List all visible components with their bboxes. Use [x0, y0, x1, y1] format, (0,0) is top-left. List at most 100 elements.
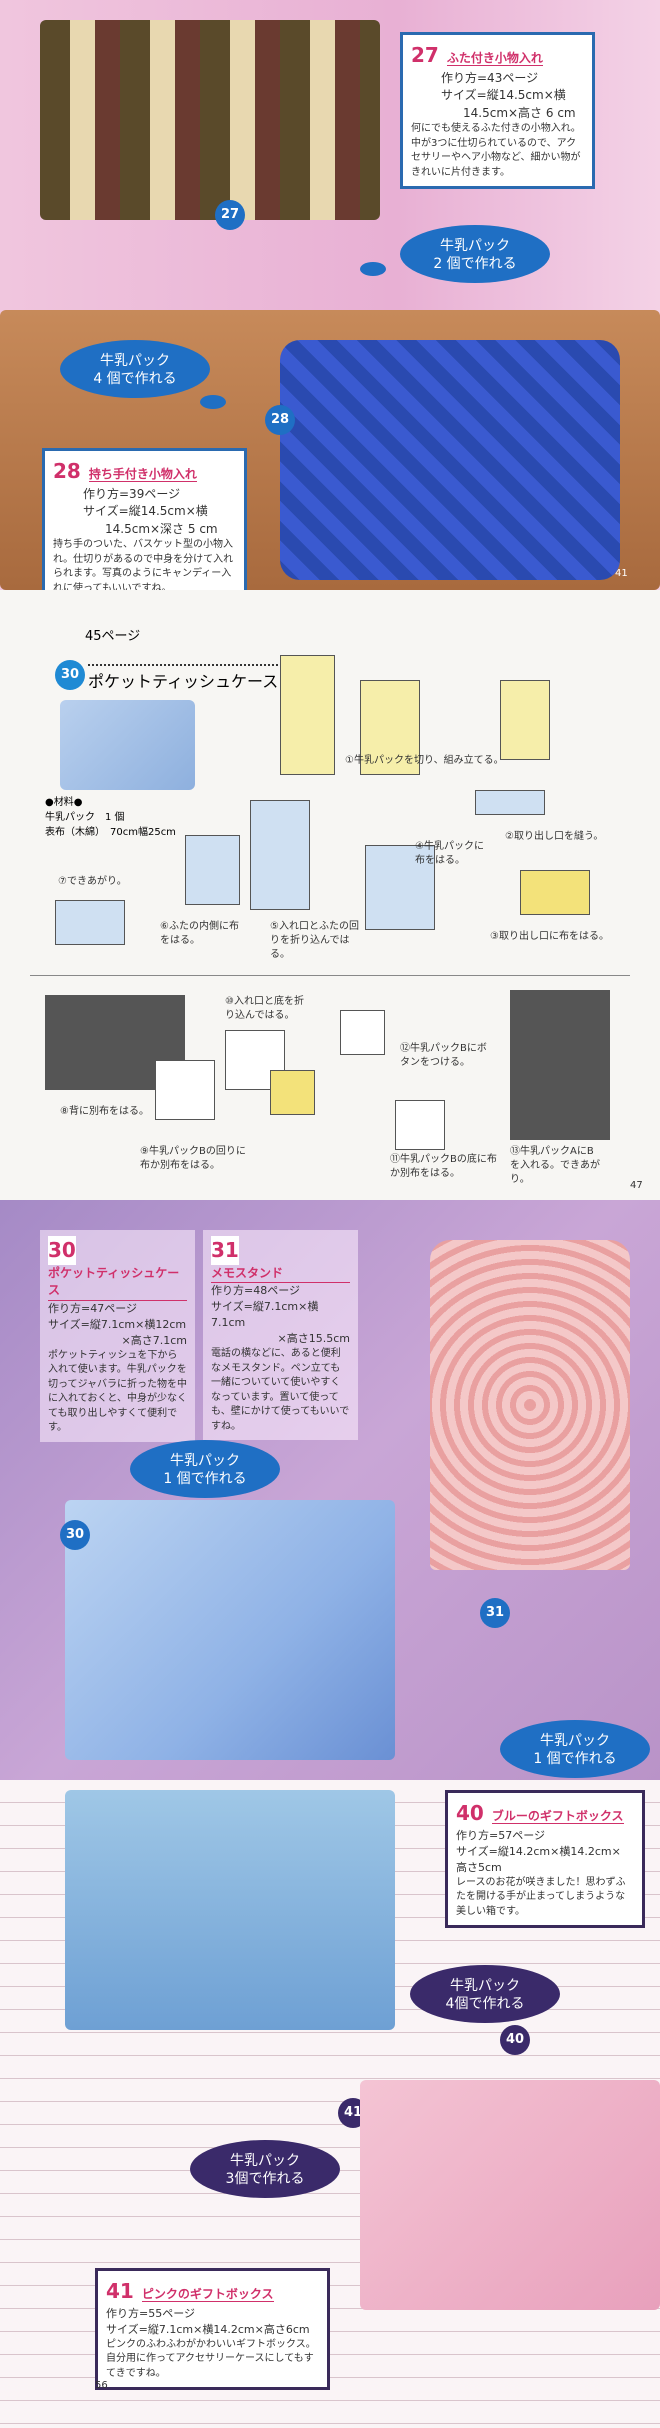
pink-gift-box-photo	[360, 2080, 660, 2310]
description: 電話の横などに、あると便利なメモスタンド。ペン立ても一緒についていて使いやすくな…	[211, 1348, 350, 1432]
step-10: ⑩入れ口と底を折り込んではる。	[225, 996, 304, 1021]
item-31-info: 31 メモスタンド 作り方=48ページ サイズ=縦7.1cm×横7.1cm ×高…	[203, 1230, 358, 1441]
bubble-tail	[200, 395, 226, 409]
finished-case-figure	[55, 900, 125, 945]
divider	[30, 975, 630, 976]
method-page: 作り方=47ページ	[48, 1301, 137, 1315]
bubble-line: 牛乳パック	[450, 1978, 520, 1994]
tissue-case-photo	[60, 700, 195, 790]
step-6: ⑥ふたの内側に布をはる。	[160, 921, 239, 946]
bottom-figure	[270, 1070, 315, 1115]
label-28: 28	[265, 405, 295, 435]
bubble-line: 牛乳パック	[230, 2153, 300, 2169]
page-number: 47	[630, 1180, 643, 1191]
size-line-1: サイズ=縦14.5cm×横	[83, 504, 208, 519]
page-47-diagram: 45ページ 30 ポケットティッシュケース ●材料● 牛乳パック 1 個 表布（…	[0, 590, 660, 1200]
fabric-strip-figure	[475, 790, 545, 815]
label-31: 31	[480, 1598, 510, 1628]
size-line-1: サイズ=縦14.5cm×横	[441, 88, 566, 103]
page-ref: 45ページ	[85, 629, 141, 644]
carton-b-bottom-figure	[395, 1100, 445, 1150]
bubble-line: 1 個で作れる	[163, 1471, 247, 1488]
label-40: 40	[500, 2025, 530, 2055]
step-4: ④牛乳パックに布をはる。	[415, 841, 484, 866]
step-1: ①牛乳パックを切り、組み立てる。	[345, 755, 504, 766]
method-page: 作り方=39ページ	[83, 487, 181, 501]
description: 何にでも使えるふた付きの小物入れ。中が3つに仕切られているので、アクセサリーやヘ…	[411, 123, 581, 178]
bubble-line: 4個で作れる	[445, 1996, 525, 2013]
step-5: ⑤入れ口とふたの回りを折り込んではる。	[270, 921, 359, 960]
description: レースのお花が咲きました！思わずふたを開ける手が止まってしまうような美しい箱です…	[456, 1876, 626, 1917]
step-9: ⑨牛乳パックBの回りに布か別布をはる。	[140, 1146, 246, 1171]
milk-carton-count-bubble: 牛乳パック 2 個で作れる	[400, 225, 550, 283]
bubble-line: 3個で作れる	[225, 2171, 305, 2188]
carton-covered-figure	[365, 845, 435, 930]
item-number-badge: 30	[55, 660, 85, 690]
size-line-2: ×高さ15.5cm	[277, 1332, 350, 1346]
material-item: 表布（木綿） 70cm幅25cm	[45, 827, 176, 838]
method-page: 作り方=55ページ	[106, 2307, 195, 2320]
button-figure	[340, 1010, 385, 1055]
item-title: ブルーのギフトボックス	[491, 1809, 624, 1824]
item-number: 31	[211, 1236, 239, 1265]
assembled-carton-figure	[500, 680, 550, 760]
item-title: メモスタンド	[211, 1265, 350, 1284]
item-title: ふた付き小物入れ	[446, 51, 543, 66]
description: ピンクのふわふわがかわいいギフトボックス。自分用に作ってアクセサリーケースにして…	[106, 2338, 316, 2379]
method-page: 作り方=57ページ	[456, 1829, 545, 1842]
method-page: 作り方=48ページ	[211, 1284, 300, 1298]
description: 持ち手のついた、バスケット型の小物入れ。仕切りがあるので中身を分けて入れられます…	[53, 539, 234, 590]
step-2: ②取り出し口を縫う。	[505, 831, 604, 842]
milk-carton-count-bubble: 牛乳パック 4個で作れる	[410, 1965, 560, 2023]
memo-stand-photo	[430, 1240, 630, 1570]
item-number: 41	[106, 2279, 134, 2303]
cut-carton-figure	[360, 680, 420, 775]
item-title: ピンクのギフトボックス	[141, 2287, 274, 2302]
lid-inside-figure	[185, 835, 240, 905]
item-number: 30	[48, 1236, 76, 1265]
label-30: 30	[60, 1520, 90, 1550]
step-12: ⑫牛乳パックBにボタンをつける。	[400, 1043, 487, 1068]
bubble-line: 牛乳パック	[540, 1733, 610, 1749]
step-7: ⑦できあがり。	[58, 876, 127, 887]
blue-gift-box-photo	[65, 1790, 395, 2030]
finished-organizer-figure	[510, 990, 610, 1140]
bubble-line: 牛乳パック	[440, 238, 510, 254]
lidded-box-photo	[40, 20, 380, 220]
size-line-2: 14.5cm×深さ 5 cm	[105, 521, 218, 536]
size-line-1: サイズ=縦7.1cm×横12cm	[48, 1317, 187, 1331]
bubble-line: 牛乳パック	[100, 353, 170, 369]
item-30-info: 30 ポケットティッシュケース 作り方=47ページ サイズ=縦7.1cm×横12…	[40, 1230, 195, 1442]
bubble-line: 4 個で作れる	[93, 371, 177, 388]
carton-opening-figure	[520, 870, 590, 915]
basket-photo	[280, 340, 620, 580]
step-11: ⑪牛乳パックBの底に布か別布をはる。	[390, 1154, 497, 1179]
page-56: 40 ブルーのギフトボックス 作り方=57ページ サイズ=縦14.2cm×横14.…	[0, 1780, 660, 2428]
diagram-title: ポケットティッシュケース	[88, 664, 279, 692]
description: ポケットティッシュを下から入れて使います。牛乳パックを切ってジャバラに折った物を…	[48, 1349, 187, 1434]
size-line-1: サイズ=縦14.2cm×横14.2cm×	[456, 1844, 621, 1858]
materials-title: ●材料●	[45, 797, 83, 808]
size-line-2: 高さ5cm	[456, 1860, 502, 1874]
page-number: 56	[95, 2380, 108, 2391]
material-item: 牛乳パック 1 個	[45, 812, 125, 823]
bubble-line: 2 個で作れる	[433, 256, 517, 273]
item-number: 28	[53, 459, 81, 483]
milk-carton-count-bubble: 牛乳パック 4 個で作れる	[60, 340, 210, 398]
page-photo-30-31: 30 ポケットティッシュケース 作り方=47ページ サイズ=縦7.1cm×横12…	[0, 1200, 660, 1780]
materials: ●材料● 牛乳パック 1 個 表布（木綿） 70cm幅25cm	[45, 795, 176, 840]
size-line-2: 14.5cm×高さ 6 cm	[463, 105, 576, 120]
page-number: 41	[615, 568, 628, 579]
milk-carton-count-bubble: 牛乳パック 3個で作れる	[190, 2140, 340, 2198]
folding-figure	[250, 800, 310, 910]
label-27: 27	[215, 200, 245, 230]
size-line-1: サイズ=縦7.1cm×横14.2cm×高さ6cm	[106, 2322, 310, 2336]
tissue-case-photo	[65, 1500, 395, 1760]
item-number: 27	[411, 43, 439, 67]
